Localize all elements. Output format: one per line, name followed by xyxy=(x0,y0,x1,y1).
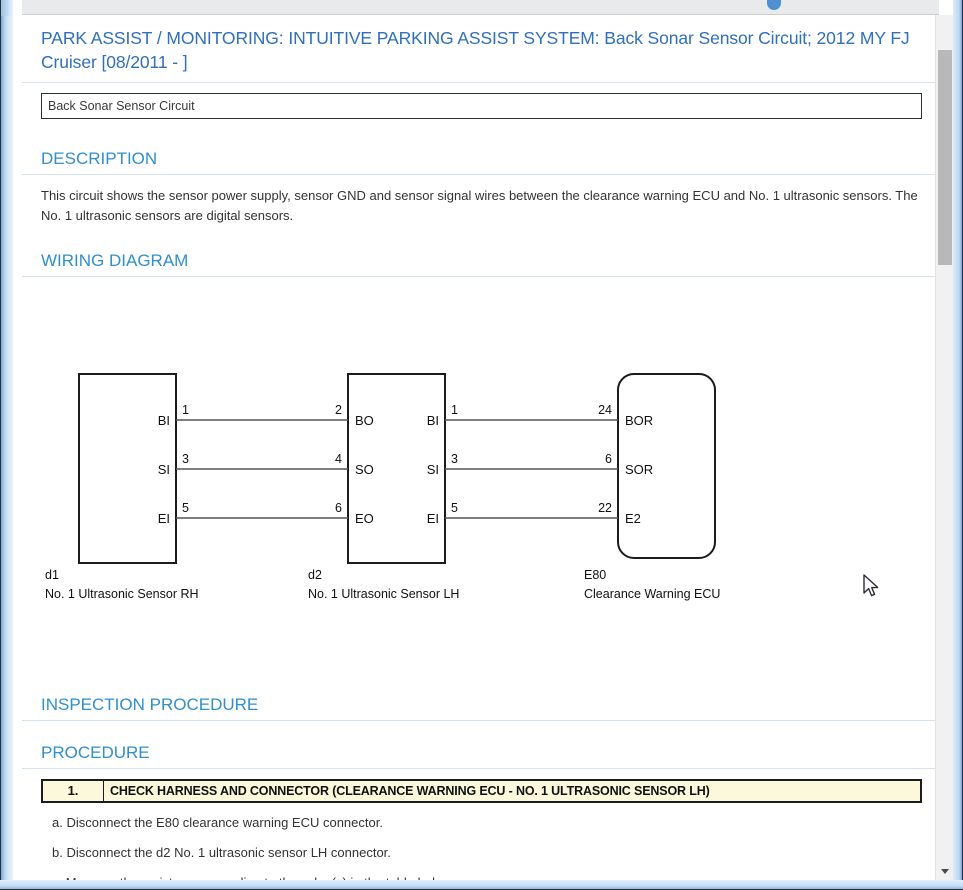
terminal-label-d1-bi: BI xyxy=(158,413,170,428)
vertical-scrollbar-thumb[interactable] xyxy=(938,50,952,265)
chevron-down-icon xyxy=(940,869,949,874)
procedure-step-number: 1. xyxy=(43,781,104,801)
pin-number-d2-4: 4 xyxy=(335,452,342,466)
terminal-label-e80-e2: E2 xyxy=(625,511,641,526)
pin-number-e80-6: 6 xyxy=(605,452,612,466)
pin-number-d2-6: 6 xyxy=(335,501,342,515)
window-top-toolbar-strip xyxy=(22,0,939,15)
component-code-d2: d2 xyxy=(308,568,322,582)
terminal-label-d2-eo: EO xyxy=(355,511,374,526)
component-code-e80: E80 xyxy=(584,568,606,582)
page-title: PARK ASSIST / MONITORING: INTUITIVE PARK… xyxy=(22,15,939,83)
procedure-step-title: CHECK HARNESS AND CONNECTOR (CLEARANCE W… xyxy=(110,784,710,798)
component-box-d2 xyxy=(347,373,446,564)
terminal-label-e80-sor: SOR xyxy=(625,462,653,477)
window-top-left-corner xyxy=(0,0,22,16)
pin-number-e80-22: 22 xyxy=(598,501,612,515)
procedure-step-row[interactable]: 1. CHECK HARNESS AND CONNECTOR (CLEARANC… xyxy=(41,779,922,803)
procedure-substep-c: c. Measure the resistance according to t… xyxy=(22,863,939,880)
section-heading-procedure: PROCEDURE xyxy=(22,743,939,769)
toolbar-blue-indicator-icon xyxy=(767,0,781,10)
pin-number-e80-24: 24 xyxy=(598,403,612,417)
terminal-label-d2-bi: BI xyxy=(427,413,439,428)
terminal-label-d2-ei: EI xyxy=(427,511,439,526)
search-input[interactable] xyxy=(41,93,922,119)
window-left-border xyxy=(0,0,13,890)
wiring-diagram-figure: BI SI EI 1 3 5 2 4 6 BO SO EO BI xyxy=(22,277,939,669)
scroll-down-button[interactable] xyxy=(936,863,953,880)
section-heading-wiring-diagram: WIRING DIAGRAM xyxy=(22,251,939,277)
terminal-label-d1-ei: EI xyxy=(158,511,170,526)
terminal-label-d1-si: SI xyxy=(158,462,170,477)
pin-number-d1-1: 1 xyxy=(182,403,189,417)
procedure-container: 1. CHECK HARNESS AND CONNECTOR (CLEARANC… xyxy=(22,769,939,803)
terminal-label-d2-bo: BO xyxy=(355,413,374,428)
description-text: This circuit shows the sensor power supp… xyxy=(41,188,918,223)
document-content-pane: PARK ASSIST / MONITORING: INTUITIVE PARK… xyxy=(22,15,939,880)
component-name-d2: No. 1 Ultrasonic Sensor LH xyxy=(308,587,459,601)
pin-number-d2-5: 5 xyxy=(451,501,458,515)
component-code-d1: d1 xyxy=(45,568,59,582)
terminal-label-e80-bor: BOR xyxy=(625,413,653,428)
vertical-scrollbar[interactable] xyxy=(935,15,953,880)
pin-number-d2-3: 3 xyxy=(451,452,458,466)
section-heading-inspection-procedure: INSPECTION PROCEDURE xyxy=(22,695,939,721)
component-box-e80 xyxy=(617,373,716,559)
pin-number-d2-2: 2 xyxy=(335,403,342,417)
terminal-label-d2-si: SI xyxy=(427,462,439,477)
document-body: PARK ASSIST / MONITORING: INTUITIVE PARK… xyxy=(22,15,939,880)
window-right-border xyxy=(953,0,963,890)
window-left-inner-gutter xyxy=(13,0,22,890)
section-heading-description: DESCRIPTION xyxy=(22,149,939,175)
wiring-diagram-svg: BI SI EI 1 3 5 2 4 6 BO SO EO BI xyxy=(45,373,720,601)
pin-number-d2-1: 1 xyxy=(451,403,458,417)
context-field-container xyxy=(22,83,939,119)
terminal-label-d2-so: SO xyxy=(355,462,374,477)
procedure-substep-a: a. Disconnect the E80 clearance warning … xyxy=(52,815,383,830)
component-name-e80: Clearance Warning ECU xyxy=(584,587,720,601)
pin-number-d1-3: 3 xyxy=(182,452,189,466)
component-name-d1: No. 1 Ultrasonic Sensor RH xyxy=(45,587,199,601)
pin-number-d1-5: 5 xyxy=(182,501,189,515)
component-box-d1 xyxy=(78,373,177,564)
procedure-substep-b: b. Disconnect the d2 No. 1 ultrasonic se… xyxy=(52,845,391,860)
window-bottom-border xyxy=(0,880,963,890)
